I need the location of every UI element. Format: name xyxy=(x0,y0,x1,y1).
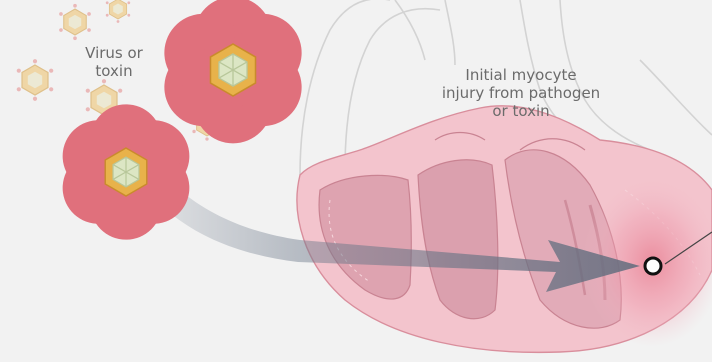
virus-particles xyxy=(17,0,267,208)
injury-label-line3: or toxin xyxy=(396,102,646,120)
injury-label-line2: injury from pathogen xyxy=(396,84,646,102)
virus-particle-icon xyxy=(59,4,91,40)
virus-particle-icon xyxy=(199,31,267,108)
virus-particle-icon xyxy=(95,136,158,208)
heart-illustration xyxy=(297,106,712,353)
injury-label-line1: Initial myocyte xyxy=(396,66,646,84)
injury-site-marker xyxy=(645,258,661,274)
virus-label-line2: toxin xyxy=(66,62,162,80)
virus-particle-icon xyxy=(106,0,130,23)
virus-label-line1: Virus or xyxy=(66,44,162,62)
virus-label: Virus or toxin xyxy=(66,44,162,80)
injury-label: Initial myocyte injury from pathogen or … xyxy=(396,66,646,120)
virus-particle-icon xyxy=(17,59,54,101)
